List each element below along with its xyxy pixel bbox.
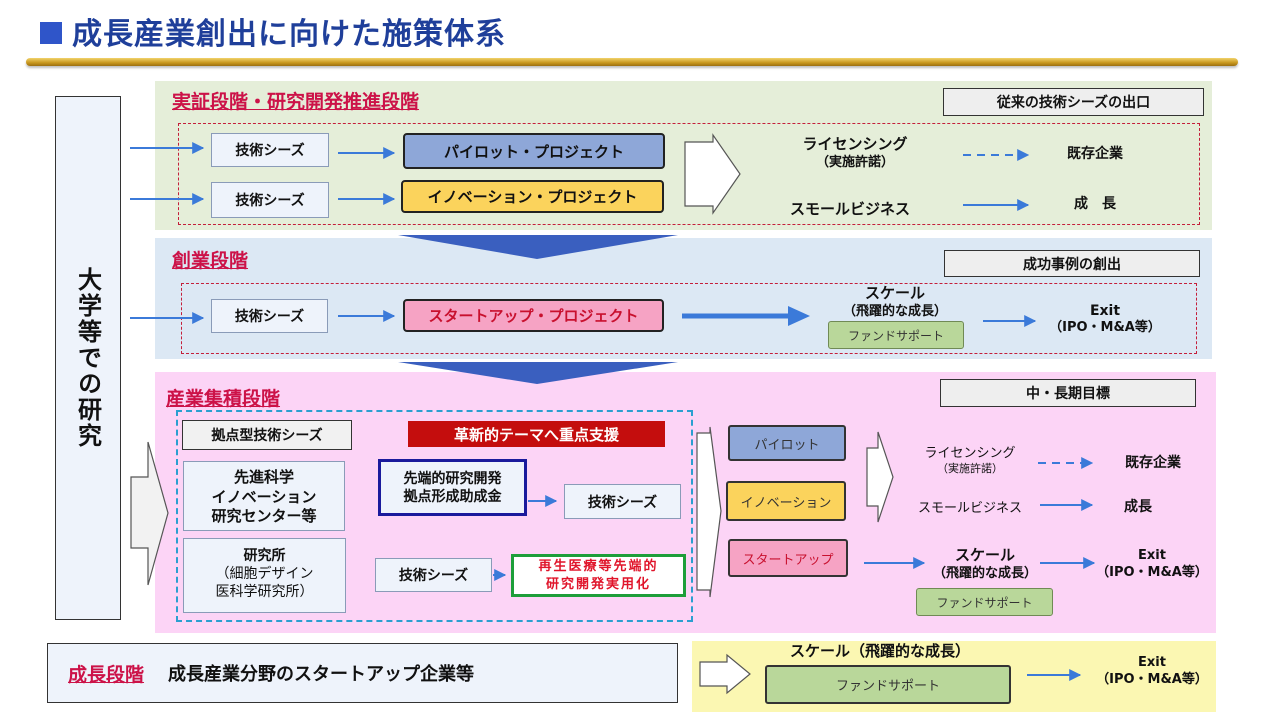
stage3-scale-sub: （飛躍的な成長） xyxy=(932,565,1037,581)
stage3-licensing-label: ライセンシング xyxy=(924,446,1016,461)
down-arrow-stage2-to-3 xyxy=(398,362,678,384)
stage3-univ-outline-arrow xyxy=(130,441,169,586)
page-title: 成長産業創出に向けた施策体系 xyxy=(72,17,506,52)
stage3-adv-line1: 先進科学 xyxy=(233,468,294,486)
stage3-regen-medicine: 再生医療等先端的 研究開発実用化 xyxy=(511,554,686,597)
stage3-scale: スケール （飛躍的な成長） xyxy=(905,546,1065,582)
down-arrow-stage1-to-2 xyxy=(398,235,678,259)
stage3-lab-line2: （細胞デザイン xyxy=(215,566,314,583)
stage1-outline-arrow xyxy=(684,133,741,215)
stage1-existing-company: 既存企業 xyxy=(1067,146,1123,162)
stage2-fund-support: ファンドサポート xyxy=(828,321,964,349)
stage3-outline-arrow-right xyxy=(866,431,894,523)
stage1-licensing: ライセンシング （実施許諾） xyxy=(775,135,935,171)
stage2-scale-label: スケール xyxy=(864,284,925,302)
stage3-regen-line1: 再生医療等先端的 xyxy=(538,559,659,574)
stage2-tag: 成功事例の創出 xyxy=(944,250,1200,277)
stage3-seed-a: 技術シーズ xyxy=(564,484,681,519)
stage3-adv-line2: イノベーション xyxy=(211,487,317,506)
university-research-label: 大学等での研究 xyxy=(73,267,102,449)
stage3-pilot: パイロット xyxy=(728,425,846,461)
stage3-focus-banner: 革新的テーマへ重点支援 xyxy=(408,421,665,447)
stage3-laboratory: 研究所 （細胞デザイン 医科学研究所） xyxy=(183,538,346,613)
stage3-exit: Exit （IPO・M&A等） xyxy=(1087,548,1217,582)
stage2-exit-sub: （IPO・M&A等） xyxy=(1049,320,1161,336)
stage1-licensing-label: ライセンシング xyxy=(802,135,908,153)
stage1-seed-2: 技術シーズ xyxy=(211,182,329,218)
stage4-growth-box: 成長段階 成長産業分野のスタートアップ企業等 xyxy=(47,643,678,703)
stage4-fund-support: ファンドサポート xyxy=(765,665,1011,704)
stage3-grant-line1: 先端的研究開発 xyxy=(403,471,502,487)
stage3-outline-arrow-left xyxy=(696,426,722,598)
stage3-adv-line3: 研究センター等 xyxy=(211,507,317,525)
stage1-tag: 従来の技術シーズの出口 xyxy=(943,88,1204,116)
stage4-exit: Exit （IPO・M&A等） xyxy=(1087,655,1217,689)
title-underline xyxy=(26,58,1238,66)
stage1-licensing-sub: （実施許諾） xyxy=(815,154,894,170)
stage2-seed: 技術シーズ xyxy=(211,299,328,333)
stage2-exit: Exit （IPO・M&A等） xyxy=(1040,302,1170,337)
stage3-grant: 先端的研究開発 拠点形成助成金 xyxy=(378,459,527,516)
stage3-startup: スタートアップ xyxy=(728,539,848,577)
stage4-exit-sub: （IPO・M&A等） xyxy=(1096,671,1208,687)
stage4-scale: スケール（飛躍的な成長） xyxy=(789,642,970,660)
stage2-scale-sub: （飛躍的な成長） xyxy=(842,303,947,319)
stage4-description: 成長産業分野のスタートアップ企業等 xyxy=(168,664,475,685)
stage3-fund-support: ファンドサポート xyxy=(916,588,1053,616)
stage3-exit-label: Exit xyxy=(1138,548,1166,563)
stage2-exit-label: Exit xyxy=(1089,303,1121,319)
stage3-advanced-center: 先進科学 イノベーション 研究センター等 xyxy=(183,461,345,531)
stage1-seed-1: 技術シーズ xyxy=(211,133,329,167)
stage3-exit-sub: （IPO・M&A等） xyxy=(1096,564,1208,580)
stage4-outline-arrow xyxy=(699,653,751,695)
stage3-small-business: スモールビジネス xyxy=(917,501,1022,516)
stage2-startup-project: スタートアップ・プロジェクト xyxy=(403,299,664,332)
stage3-seed-b: 技術シーズ xyxy=(375,558,492,592)
stage3-base-seed-tag: 拠点型技術シーズ xyxy=(182,420,352,450)
stage1-dashed-frame xyxy=(178,123,1200,225)
arrow-startup-to-scale-thick xyxy=(682,306,810,326)
stage2-title: 創業段階 xyxy=(172,250,249,272)
stage4-exit-label: Exit xyxy=(1138,655,1166,670)
stage3-innovation: イノベーション xyxy=(726,481,846,521)
stage4-title: 成長段階 xyxy=(68,663,145,686)
stage3-title: 産業集積段階 xyxy=(166,388,281,410)
stage1-small-business: スモールビジネス xyxy=(789,200,910,218)
stage3-lab-line1: 研究所 xyxy=(243,548,286,564)
stage1-growth: 成 長 xyxy=(1074,196,1116,212)
stage3-regen-line2: 研究開発実用化 xyxy=(545,577,651,593)
stage2-scale: スケール （飛躍的な成長） xyxy=(815,284,975,320)
stage3-tag: 中・長期目標 xyxy=(940,379,1196,407)
stage3-growth: 成長 xyxy=(1124,499,1152,515)
stage3-grant-line2: 拠点形成助成金 xyxy=(403,489,502,506)
stage3-dashed-frame xyxy=(176,410,693,622)
stage3-scale-label: スケール xyxy=(954,546,1015,564)
university-research-box: 大学等での研究 xyxy=(55,96,121,620)
stage3-licensing: ライセンシング （実施許諾） xyxy=(905,446,1035,475)
stage1-innovation-project: イノベーション・プロジェクト xyxy=(401,180,664,213)
title-bar: 成長産業創出に向けた施策体系 xyxy=(40,8,940,54)
bullet-square-icon xyxy=(40,22,62,44)
stage1-title: 実証段階・研究開発推進段階 xyxy=(172,91,420,113)
stage3-existing-company: 既存企業 xyxy=(1125,455,1181,471)
stage1-pilot-project: パイロット・プロジェクト xyxy=(403,133,665,169)
stage3-lab-line3: 医科学研究所） xyxy=(215,584,314,601)
stage3-licensing-sub: （実施許諾） xyxy=(937,461,1003,475)
